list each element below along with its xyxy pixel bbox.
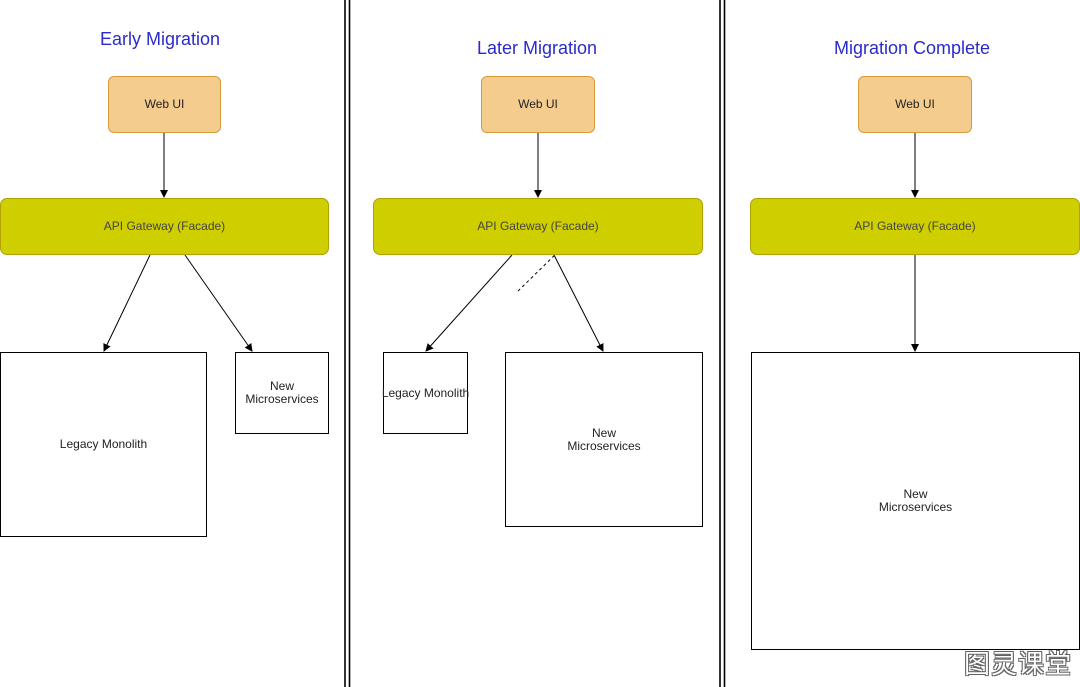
panel-3-title: Migration Complete (833, 38, 991, 58)
panel-2-new-microservices-box: New Microservices (505, 352, 703, 527)
watermark-text: 图灵课堂 (963, 650, 1072, 680)
panel-3-new-microservices-box: New Microservices (751, 352, 1080, 650)
panel-2-new-microservices-label: New Microservices (567, 425, 641, 453)
panel-3-web-ui-box: Web UI (858, 76, 972, 133)
panel-3-web-ui-label: Web UI (895, 97, 935, 111)
panel-3-gateway-box: API Gateway (Facade) (750, 198, 1080, 255)
panel-2-legacy-monolith-box: Legacy Monolith (381, 352, 470, 434)
panel-2-gateway-label: API Gateway (Facade) (477, 219, 599, 233)
panel-1-gateway-label: API Gateway (Facade) (103, 219, 226, 233)
arrow-p1-gateway-to-legacy (103, 254, 151, 352)
panel-2-gateway-box: API Gateway (Facade) (373, 198, 703, 255)
panel-1-new-microservices-box: New Microservices (235, 352, 329, 434)
dashed-cut-line (515, 246, 564, 294)
panel-2-title: Later Migration (476, 38, 598, 58)
panel-1-web-ui-box: Web UI (108, 76, 221, 133)
panel-1-web-ui-label: Web UI (144, 97, 185, 111)
panel-3-new-microservices-label: New Microservices (878, 487, 953, 514)
arrow-p2-gateway-to-legacy (425, 254, 513, 352)
panel-1-new-microservices-label: New Microservices (245, 379, 319, 406)
panel-1-gateway-box: API Gateway (Facade) (0, 198, 329, 255)
panel-1-legacy-monolith-label: Legacy Monolith (59, 437, 148, 451)
panel-3-gateway-label: API Gateway (Facade) (854, 219, 976, 233)
panel-2-web-ui-label: Web UI (518, 97, 558, 111)
arrow-p1-gateway-to-new (184, 254, 253, 352)
panel-1-title: Early Migration (99, 29, 221, 49)
panel-1-legacy-monolith-box: Legacy Monolith (0, 352, 207, 537)
panel-2-legacy-monolith-label: Legacy Monolith (381, 386, 470, 400)
arrow-p2-gateway-to-new (553, 254, 604, 352)
panel-2-web-ui-box: Web UI (481, 76, 595, 133)
